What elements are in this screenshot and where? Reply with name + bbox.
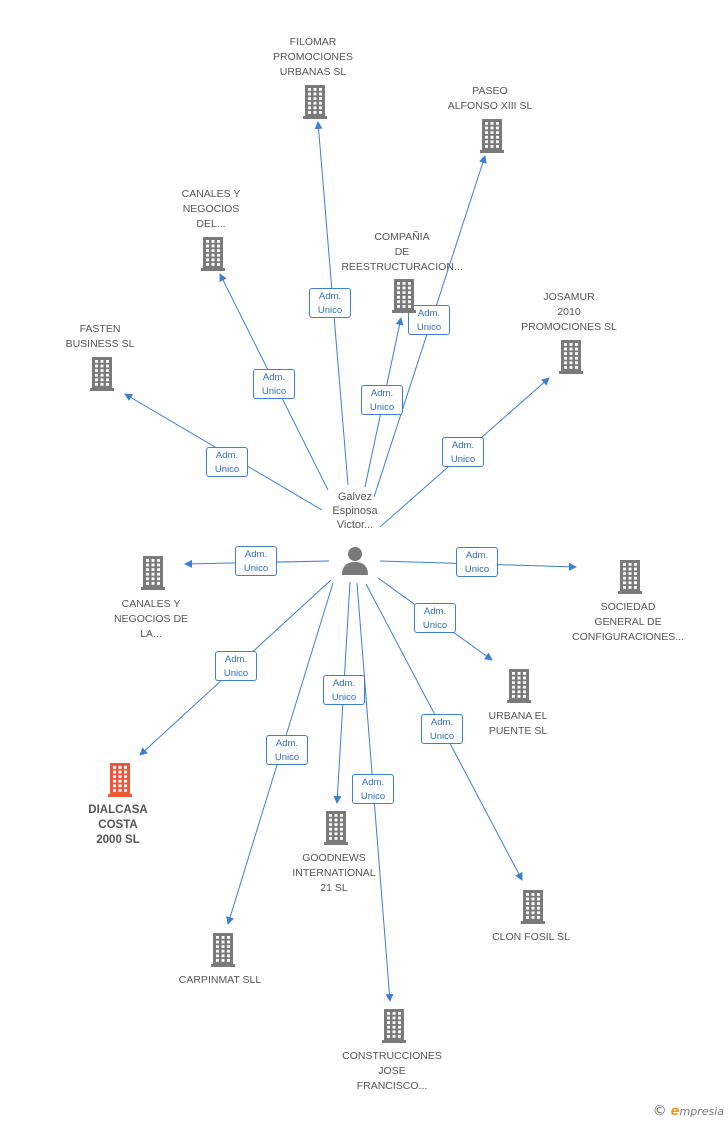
node-compania[interactable] <box>392 279 416 318</box>
node-label-canales_del[interactable]: CANALES Y NEGOCIOS DEL... <box>181 188 241 230</box>
node-urbana[interactable] <box>507 669 531 708</box>
copyright-icon: © <box>652 1103 667 1119</box>
edge-label-canales_del: Adm. Unico <box>253 369 295 399</box>
node-clon[interactable] <box>521 890 545 929</box>
node-label-josamur[interactable]: JOSAMUR 2010 PROMOCIONES SL <box>521 291 617 333</box>
building-icon <box>559 340 583 374</box>
node-label-compania[interactable]: COMPAÑIA DE REESTRUCTURACION... <box>341 231 463 273</box>
edge-label-construcciones: Adm. Unico <box>352 774 394 804</box>
edge-label-clon: Adm. Unico <box>421 714 463 744</box>
node-dialcasa[interactable] <box>108 763 132 802</box>
node-label-filomar[interactable]: FILOMAR PROMOCIONES URBANAS SL <box>273 36 353 78</box>
building-icon <box>303 85 327 119</box>
brand-name: mpresia <box>679 1105 724 1118</box>
building-icon <box>141 556 165 590</box>
edge-label-goodnews: Adm. Unico <box>323 675 365 705</box>
building-icon <box>201 237 225 271</box>
edge-label-josamur: Adm. Unico <box>442 437 484 467</box>
node-canales_del[interactable] <box>201 237 225 276</box>
node-construcciones[interactable] <box>382 1009 406 1048</box>
node-label-canales_la[interactable]: CANALES Y NEGOCIOS DE LA... <box>113 598 189 640</box>
node-canales_la[interactable] <box>141 556 165 595</box>
edge-label-filomar: Adm. Unico <box>309 288 351 318</box>
node-label-urbana[interactable]: URBANA EL PUENTE SL <box>488 710 548 737</box>
empresia-logo[interactable]: ©empresia <box>653 1103 724 1119</box>
building-icon <box>108 763 132 797</box>
edge-label-dialcasa: Adm. Unico <box>215 651 257 681</box>
node-fasten[interactable] <box>90 357 114 396</box>
node-paseo[interactable] <box>480 119 504 158</box>
edge-label-carpinmat: Adm. Unico <box>266 735 308 765</box>
node-label-construcciones[interactable]: CONSTRUCCIONES JOSE FRANCISCO... <box>342 1050 442 1092</box>
edge-label-sociedad: Adm. Unico <box>456 547 498 577</box>
building-icon <box>382 1009 406 1043</box>
node-label-paseo[interactable]: PASEO ALFONSO XIII SL <box>447 85 533 112</box>
building-icon <box>392 279 416 313</box>
node-label-carpinmat[interactable]: CARPINMAT SLL <box>178 974 262 986</box>
edge-label-fasten: Adm. Unico <box>206 447 248 477</box>
node-carpinmat[interactable] <box>211 933 235 972</box>
building-icon <box>521 890 545 924</box>
building-icon <box>324 811 348 845</box>
node-label-clon[interactable]: CLON FOSIL SL <box>492 931 570 943</box>
node-label-goodnews[interactable]: GOODNEWS INTERNATIONAL 21 SL <box>292 852 376 894</box>
edge-label-urbana: Adm. Unico <box>414 603 456 633</box>
node-label-dialcasa[interactable]: DIALCASA COSTA 2000 SL <box>88 804 148 846</box>
edge-label-compania: Adm. Unico <box>361 385 403 415</box>
node-label-fasten[interactable]: FASTEN BUSINESS SL <box>65 323 135 350</box>
building-icon <box>618 560 642 594</box>
node-label-sociedad[interactable]: SOCIEDAD GENERAL DE CONFIGURACIONES... <box>571 601 685 643</box>
node-josamur[interactable] <box>559 340 583 379</box>
person-icon[interactable] <box>340 545 370 575</box>
building-icon <box>211 933 235 967</box>
node-goodnews[interactable] <box>324 811 348 850</box>
node-sociedad[interactable] <box>618 560 642 599</box>
edge-label-canales_la: Adm. Unico <box>235 546 277 576</box>
node-filomar[interactable] <box>303 85 327 124</box>
building-icon <box>90 357 114 391</box>
center-person-label[interactable]: Galvez Espinosa Victor... <box>332 491 378 531</box>
building-icon <box>507 669 531 703</box>
building-icon <box>480 119 504 153</box>
brand-initial: e <box>670 1104 680 1119</box>
